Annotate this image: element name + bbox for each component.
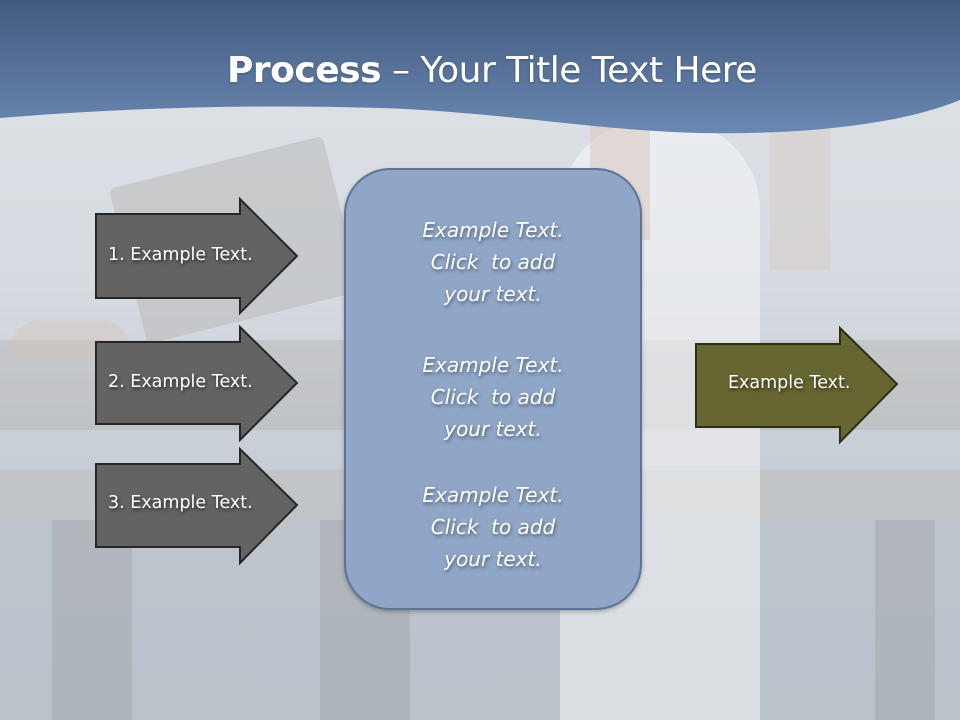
process-step-arrow-3[interactable]: 3. Example Text. — [95, 446, 300, 566]
header-band: Process – Your Title Text Here — [0, 0, 960, 170]
text-line: Click to add — [430, 250, 556, 274]
right-arrow-shape-icon — [95, 446, 299, 566]
right-arrow-shape-icon — [95, 196, 299, 316]
background-post — [52, 520, 132, 720]
result-label: Example Text. — [728, 373, 851, 393]
center-text-box[interactable]: Example Text. Click to add your text. Ex… — [344, 168, 642, 610]
text-line: your text. — [444, 282, 542, 306]
center-text-block-1[interactable]: Example Text. Click to add your text. — [346, 214, 640, 310]
background-person-arm — [770, 120, 830, 270]
text-line: Click to add — [430, 385, 556, 409]
slide-title[interactable]: Process – Your Title Text Here — [0, 50, 960, 91]
step-label: 2. Example Text. — [108, 372, 253, 392]
result-arrow[interactable]: Example Text. — [695, 325, 900, 445]
title-rest: – Your Title Text Here — [381, 50, 757, 91]
text-line: Example Text. — [422, 353, 564, 377]
right-arrow-shape-icon — [95, 324, 299, 443]
process-step-arrow-1[interactable]: 1. Example Text. — [95, 196, 300, 316]
text-line: Example Text. — [422, 483, 564, 507]
title-bold: Process — [227, 50, 382, 91]
background-post — [875, 520, 935, 720]
step-label: 3. Example Text. — [108, 493, 253, 513]
text-line: your text. — [444, 547, 542, 571]
text-line: Example Text. — [422, 218, 564, 242]
center-text-block-3[interactable]: Example Text. Click to add your text. — [346, 479, 640, 575]
process-step-arrow-2[interactable]: 2. Example Text. — [95, 324, 300, 444]
text-line: your text. — [444, 417, 542, 441]
header-wave-shape — [0, 0, 960, 134]
step-label: 1. Example Text. — [108, 245, 253, 265]
center-text-block-2[interactable]: Example Text. Click to add your text. — [346, 349, 640, 445]
right-arrow-shape-icon — [695, 325, 899, 445]
text-line: Click to add — [430, 515, 556, 539]
